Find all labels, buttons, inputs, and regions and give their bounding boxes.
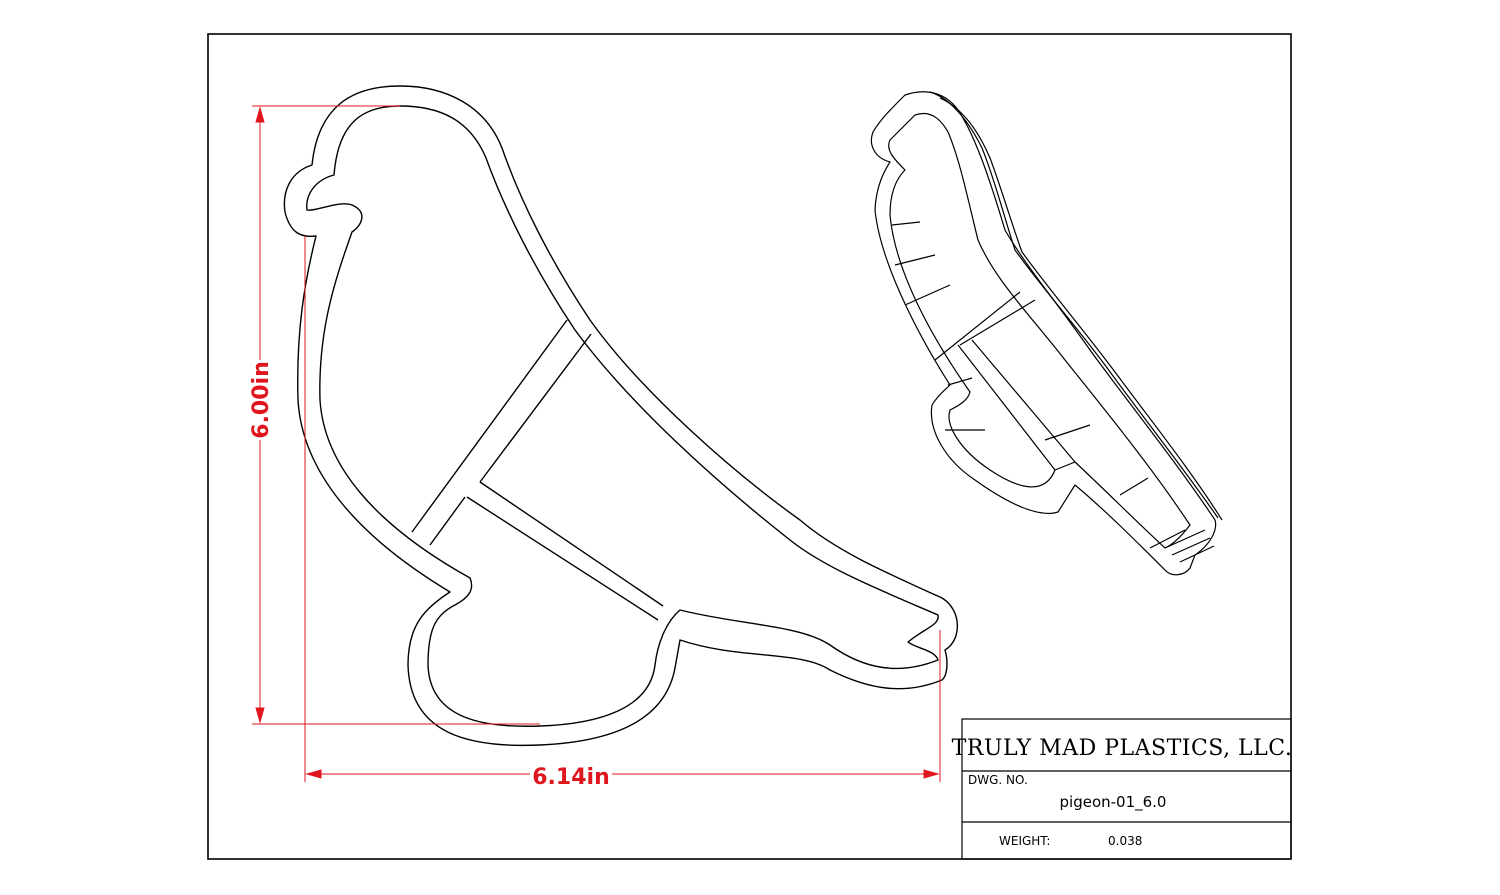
dwg-no-value: pigeon-01_6.0 [1060, 793, 1167, 812]
height-label-bg [248, 360, 272, 440]
iso-extrusion-edge-2 [939, 97, 1223, 521]
pigeon-inner-outline [306, 105, 939, 727]
pigeon-isometric-view [870, 91, 1223, 576]
iso-tail-detail [1164, 529, 1215, 563]
dwg-no-label: DWG. NO. [968, 773, 1028, 787]
iso-inner-outline [888, 112, 1191, 549]
width-dimension-label: 6.14in [532, 765, 609, 790]
height-dimension-label: 6.00in [249, 361, 274, 438]
title-block [961, 718, 1292, 860]
pigeon-front-view [283, 85, 959, 747]
width-arrow-left [305, 769, 322, 779]
iso-inner-wall [891, 221, 1186, 549]
title-block-frame [961, 718, 1292, 860]
company-name: TRULY MAD PLASTICS, LLC. [952, 736, 1293, 761]
sheet-border [207, 33, 1292, 860]
iso-extrusion-edge-1 [929, 91, 1219, 519]
iso-outer-outline [870, 91, 1217, 576]
weight-label: WEIGHT: [999, 834, 1050, 848]
pigeon-outer-outline [283, 85, 959, 747]
dimension-width [304, 236, 941, 782]
width-label-bg [530, 760, 612, 788]
rib-lower [429, 481, 664, 621]
rib-upper [411, 319, 592, 533]
width-arrow-right [923, 769, 940, 779]
height-arrow-bottom [255, 707, 265, 724]
height-arrow-top [255, 106, 265, 123]
weight-value: 0.038 [1108, 834, 1142, 848]
